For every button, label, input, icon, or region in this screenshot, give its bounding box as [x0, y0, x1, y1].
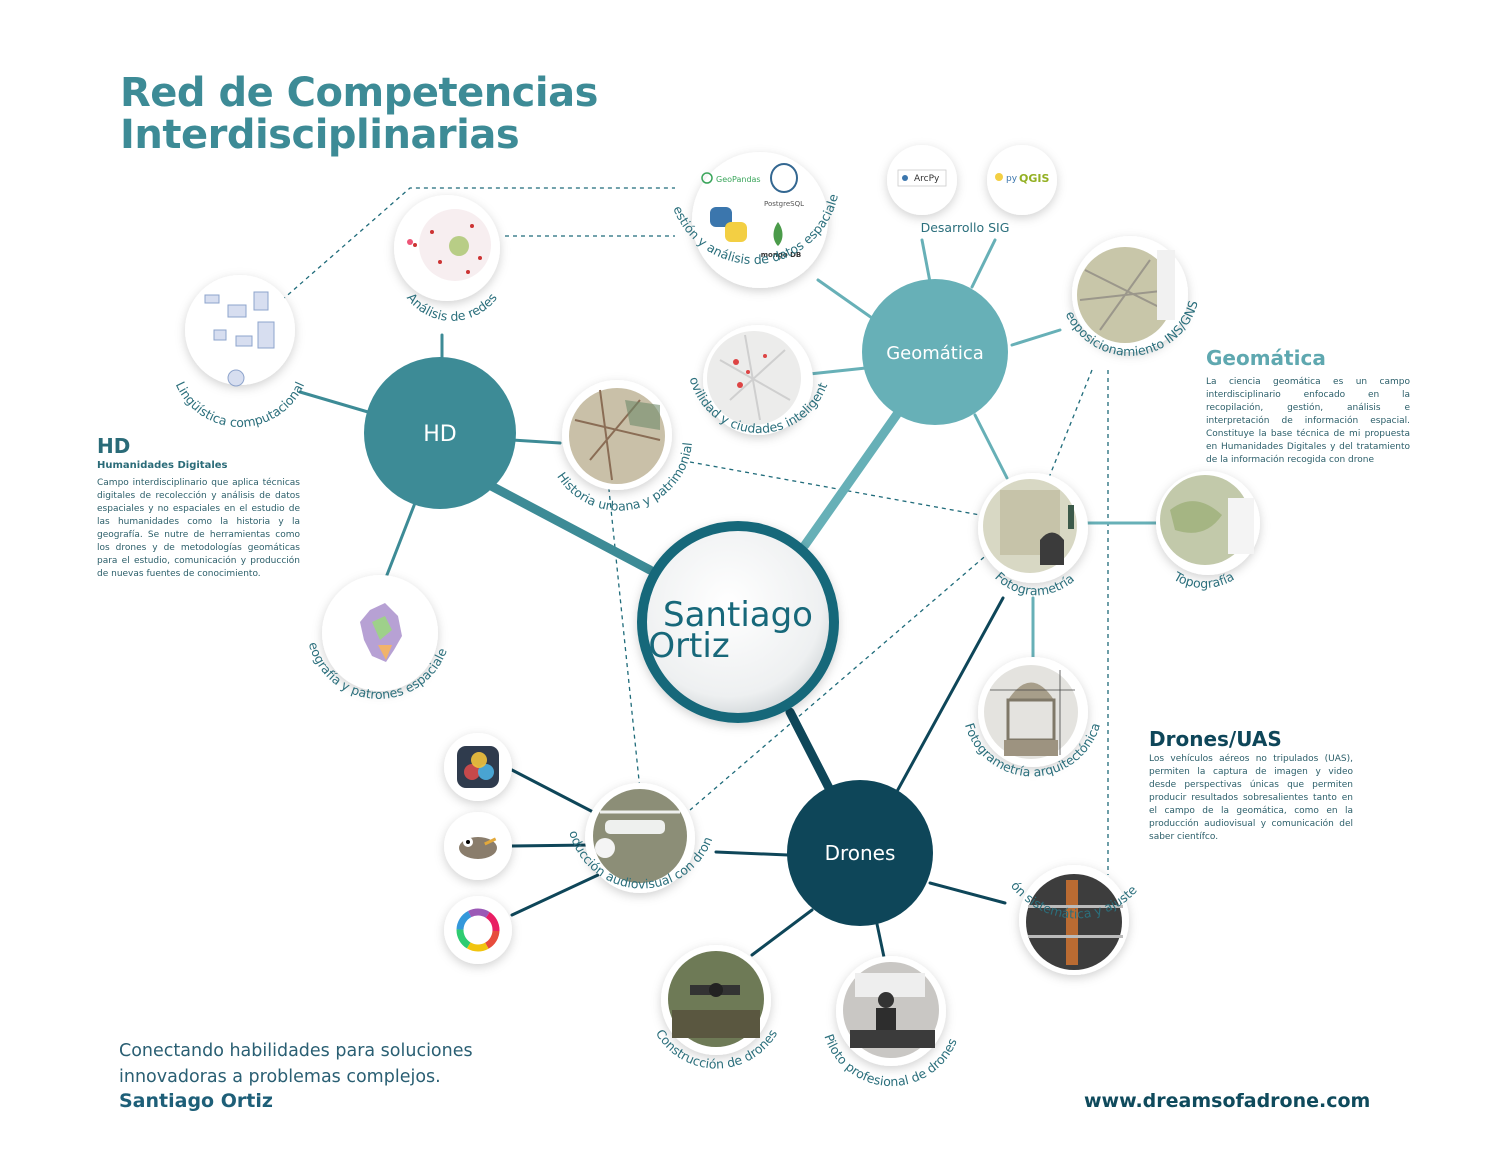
geomatica-description-panel: Geomática La ciencia geomática es un cam… [1206, 346, 1410, 467]
center-node[interactable]: Santiago Ortiz [637, 521, 839, 723]
hub-drones[interactable]: Drones [787, 780, 933, 926]
link-hd-linguistica [298, 390, 370, 414]
postgresql-logo-text: PostgreSQL [764, 200, 804, 208]
link-hd-historia [510, 438, 562, 445]
page-title: Red de Competencias Interdisciplinarias [120, 72, 598, 156]
arcpy-logo-text: ArcPy [914, 174, 940, 184]
aerial-map-image [1077, 247, 1175, 343]
drones-panel-text: Los vehículos aéreos no tripulados (UAS)… [1149, 754, 1353, 842]
author-name: Santiago Ortiz [119, 1090, 273, 1112]
link-geomatica-geopos [1010, 328, 1062, 347]
historic-map-image [569, 388, 665, 484]
geomatica-panel-text: La ciencia geomática es un campo interdi… [1206, 377, 1410, 465]
flowchart-image [204, 291, 275, 387]
dashed-link-linguistica-gestion [281, 187, 675, 301]
link-drones-fotogrametria [893, 596, 1005, 797]
node-topografia[interactable]: Topografía [1156, 471, 1260, 591]
link-geomatica-sig-left [920, 238, 932, 284]
city-map-image [707, 331, 801, 425]
colombia-map-image [360, 603, 402, 662]
python-icon [902, 175, 908, 181]
dashed-link-historia-fotogrametria [689, 461, 981, 516]
hub-geomatica[interactable]: Geomática [862, 279, 1008, 425]
hub-geomatica-label: Geomática [886, 343, 984, 364]
link-geomatica-gestion [816, 278, 874, 320]
topographic-map-image [1160, 475, 1254, 565]
link-produccion-resolve [510, 768, 597, 815]
node-desarrollo-sig-label: Desarrollo SIG [921, 220, 1010, 235]
drone-pilot-photo [843, 962, 939, 1058]
app-gimp[interactable] [444, 812, 512, 880]
center-name-line1: Santiago [663, 595, 813, 635]
church-facade-photo [983, 479, 1077, 573]
drone-build-photo [668, 951, 764, 1047]
page-title-line2: Interdisciplinarias [120, 112, 520, 158]
hub-drones-label: Drones [825, 841, 896, 865]
link-center-hd [475, 475, 655, 575]
hd-panel-title: HD [97, 434, 131, 458]
node-piloto[interactable]: Piloto profesional de drones [821, 956, 960, 1089]
mongodb-logo-text: mongo DB [761, 251, 802, 259]
link-hd-geografia [383, 501, 417, 582]
tagline-line1: Conectando habilidades para soluciones [119, 1041, 473, 1061]
node-pyqgis[interactable]: py QGIS [987, 145, 1057, 215]
hd-panel-subtitle: Humanidades Digitales [97, 460, 228, 471]
dashed-connectors [281, 187, 1109, 875]
python-logo [710, 207, 747, 242]
link-center-drones [785, 707, 835, 795]
app-davinci-resolve[interactable] [444, 733, 512, 801]
node-fotogrametria[interactable]: Fotogrametría [978, 473, 1088, 598]
hub-hd-label: HD [423, 422, 456, 447]
link-geomatica-sig-right [970, 238, 997, 289]
hd-description-panel: HD Humanidades Digitales Campo interdisc… [97, 434, 300, 581]
center-name-line2: Ortiz [648, 626, 729, 666]
node-fotogrametria-arq[interactable]: Fotogrametría arquitectónica [962, 657, 1103, 780]
pyqgis-logo-py: py [1006, 174, 1018, 184]
link-drones-construccion [750, 908, 814, 957]
hd-panel-text: Campo interdisciplinario que aplica técn… [97, 478, 300, 579]
geopandas-logo: GeoPandas [701, 172, 761, 184]
dashed-link-geopos-fotogrametria [1047, 369, 1093, 481]
dashed-link-fotogrametria-produccion [689, 551, 991, 811]
link-produccion-gimp [510, 843, 592, 848]
link-drones-piloto [875, 922, 887, 964]
tuning-graph-image [1026, 874, 1123, 970]
geopandas-logo-text: GeoPandas [716, 175, 761, 184]
network-graph-image [407, 209, 491, 281]
node-linguistica[interactable]: Lingüística computacional [173, 275, 307, 430]
node-construccion[interactable]: Construcción de drones [653, 945, 780, 1072]
solid-connectors [298, 238, 1159, 964]
tagline-line2: innovadoras a problemas complejos. [119, 1067, 441, 1087]
link-center-geomatica [800, 405, 905, 550]
node-linguistica-label: Lingüística computacional [173, 379, 307, 430]
link-drones-optimizacion [928, 881, 1007, 905]
python-icon [995, 173, 1003, 181]
pyqgis-logo-qgis: QGIS [1019, 172, 1049, 185]
mongodb-logo: mongo DB [761, 222, 802, 259]
drones-panel-title: Drones/UAS [1149, 727, 1282, 751]
gazebo-photo [984, 665, 1078, 759]
color-wheel-icon [456, 908, 500, 952]
arcpy-logo [897, 169, 947, 187]
link-drones-produccion [714, 850, 790, 857]
node-arcpy[interactable]: ArcPy [887, 145, 957, 215]
gimp-icon [459, 837, 497, 859]
app-color-wheel[interactable] [444, 896, 512, 964]
link-geomatica-fotogrametria [973, 413, 1009, 480]
node-topografia-label: Topografía [1171, 568, 1237, 591]
drone-in-field-photo [593, 789, 687, 883]
dashed-link-historia-produccion [607, 479, 641, 791]
tagline: Conectando habilidades para soluciones i… [119, 1038, 473, 1090]
geomatica-panel-title: Geomática [1206, 346, 1326, 370]
node-analisis-redes[interactable]: Análisis de redes [394, 195, 500, 324]
postgresql-logo: PostgreSQL [764, 163, 804, 208]
drones-description-panel: Drones/UAS Los vehículos aéreos no tripu… [1149, 727, 1353, 844]
node-historia-urbana[interactable]: Historia urbana y patrimonial [554, 380, 695, 514]
hub-hd[interactable]: HD [364, 357, 516, 509]
link-produccion-colorwheel [510, 873, 600, 917]
page-title-line1: Red de Competencias [120, 70, 598, 116]
website-link[interactable]: www.dreamsofadrone.com [1084, 1090, 1371, 1112]
